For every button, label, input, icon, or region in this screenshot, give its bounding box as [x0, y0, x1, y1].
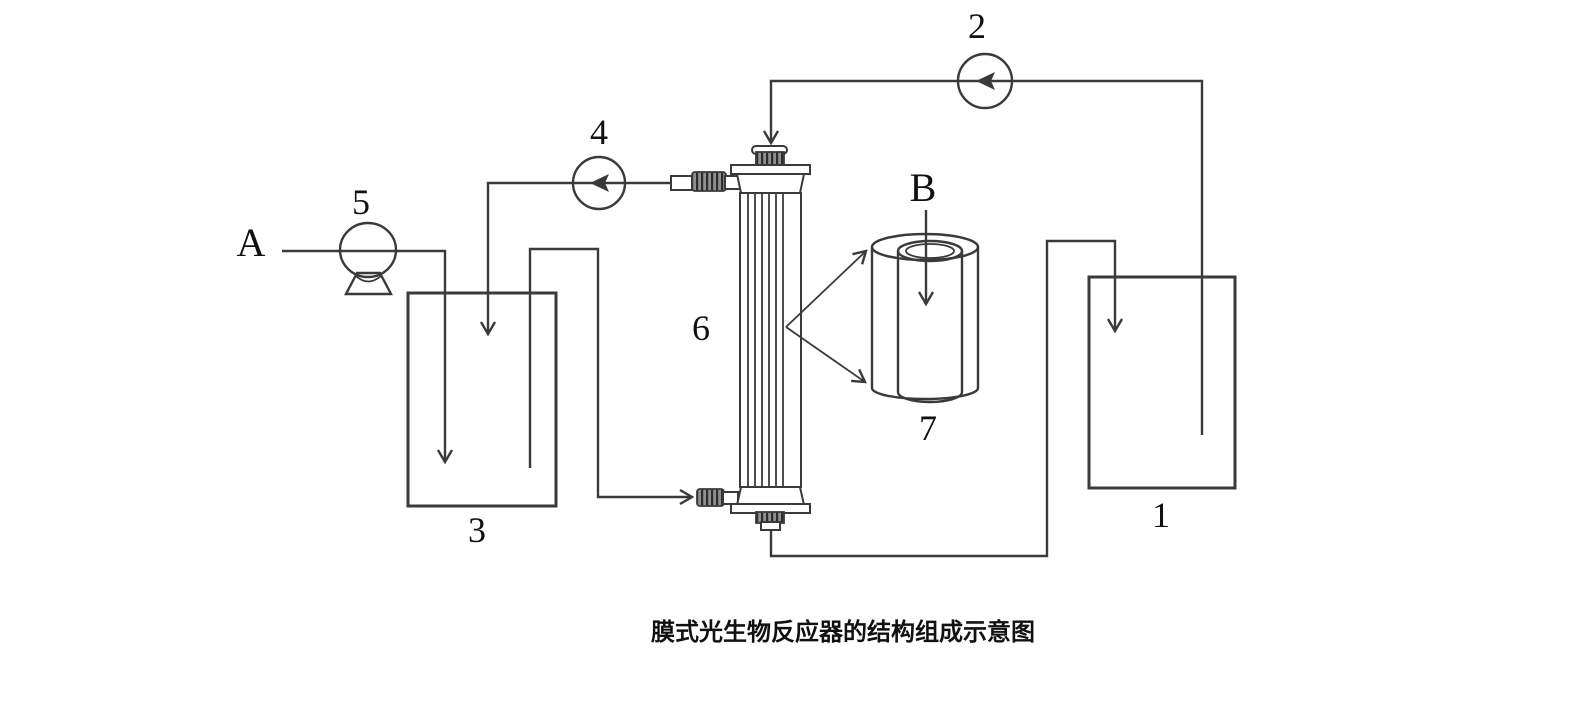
pipe-tank3-to-module-bottom — [528, 247, 692, 497]
module-shell — [739, 192, 802, 488]
label-pump-5: 5 — [352, 182, 370, 222]
pump-5-stand-arc — [355, 275, 382, 283]
module-bottom-cap — [735, 486, 806, 506]
module-bottom-port-stem — [722, 491, 739, 505]
label-module-6: 6 — [692, 308, 710, 348]
pipe-module-bottom-to-tank1 — [769, 239, 1115, 558]
pump-2 — [956, 52, 1014, 110]
pipe-module-to-tank3-via-pump4 — [488, 181, 697, 334]
module-top-nozzle — [755, 151, 785, 167]
pipe-tank1-to-module-top-via-pump2 — [771, 79, 1204, 435]
labels: A 5 4 2 B 6 7 3 1 — [237, 6, 1170, 550]
module-top-port-nut — [670, 175, 693, 191]
callout-line-lower — [785, 326, 865, 382]
label-tank-1: 1 — [1152, 495, 1170, 535]
pump-5 — [338, 221, 398, 296]
pump-4-body — [571, 155, 627, 211]
module-fiber-lines — [747, 193, 784, 487]
pump-4 — [571, 155, 627, 211]
detail-callout — [785, 251, 866, 382]
pump-5-body — [338, 221, 398, 279]
figure-caption: 膜式光生物反应器的结构组成示意图 — [650, 618, 1035, 646]
pump-5-stand — [344, 271, 393, 296]
cylinder-inner-bottom — [896, 391, 964, 404]
callout-line-upper — [785, 251, 866, 328]
label-point-b: B — [910, 165, 937, 210]
cylinder-inner-rim-inner — [905, 243, 955, 259]
label-pump-4: 4 — [590, 112, 608, 152]
cylinder-7 — [870, 210, 980, 404]
pump-4-flow-arrow-icon — [590, 174, 609, 192]
pipe-feed-a-to-tank3 — [282, 249, 445, 462]
label-cylinder-7: 7 — [919, 408, 937, 448]
pump-2-flow-arrow-icon — [976, 72, 995, 90]
module-bottom-port-fitting — [696, 488, 725, 507]
label-tank-3: 3 — [468, 510, 486, 550]
module-top-cap — [735, 173, 806, 194]
module-top-plate — [730, 164, 811, 175]
membrane-module-6 — [670, 145, 811, 531]
label-inlet-a: A — [237, 220, 266, 265]
module-top-port-fitting — [691, 171, 727, 192]
tank-3 — [406, 291, 558, 508]
label-pump-2: 2 — [968, 6, 986, 46]
tank-1 — [1087, 275, 1237, 490]
pump-2-body — [956, 52, 1014, 110]
cylinder-outer-bottom — [870, 387, 980, 401]
module-bottom-nozzle-collar — [760, 521, 781, 531]
